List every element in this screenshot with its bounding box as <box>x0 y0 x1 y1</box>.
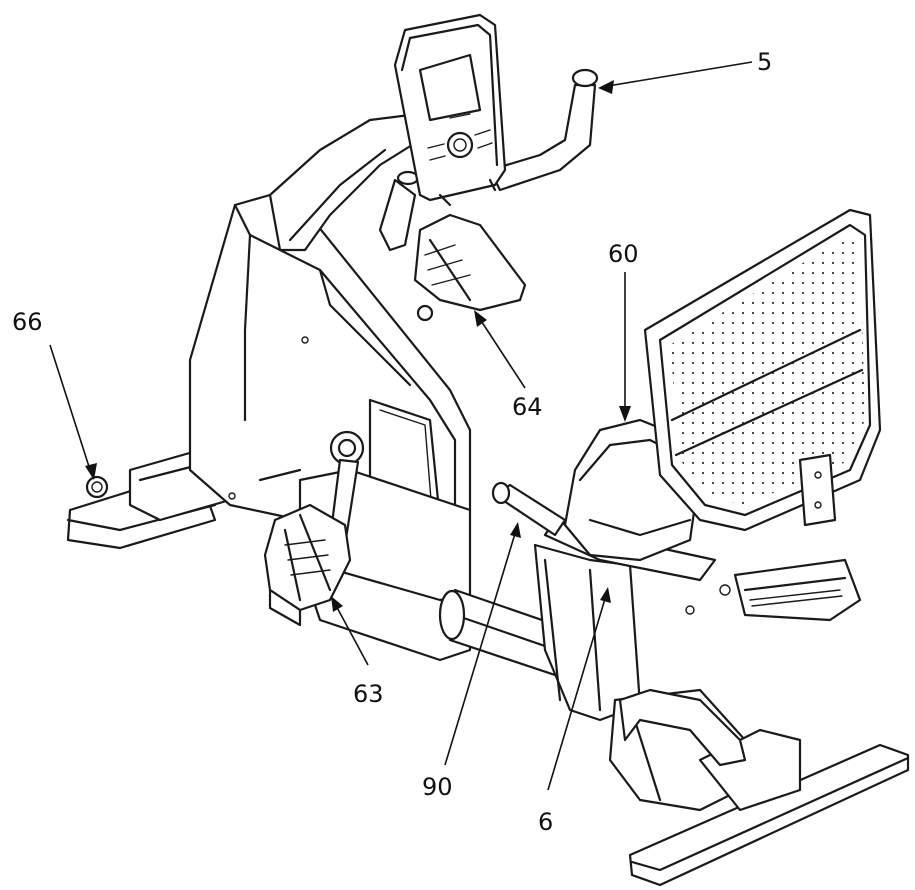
label-90: 90 <box>422 773 453 801</box>
main-shroud <box>188 193 472 662</box>
label-5: 5 <box>757 48 772 76</box>
handlebar-upper <box>378 68 599 252</box>
left-pedal <box>263 503 352 627</box>
label-64: 64 <box>512 393 543 421</box>
label-6: 6 <box>538 808 553 836</box>
seat-back <box>643 208 882 532</box>
seat-adjust-slide <box>685 558 862 622</box>
console <box>393 13 507 207</box>
grip-handle <box>491 481 567 537</box>
right-pedal <box>413 213 527 322</box>
upright-column <box>268 113 422 252</box>
label-63: 63 <box>353 680 384 708</box>
seat-back-mesh <box>670 235 865 505</box>
label-60: 60 <box>608 240 639 268</box>
leader-lines <box>49 61 753 791</box>
label-66: 66 <box>12 308 43 336</box>
